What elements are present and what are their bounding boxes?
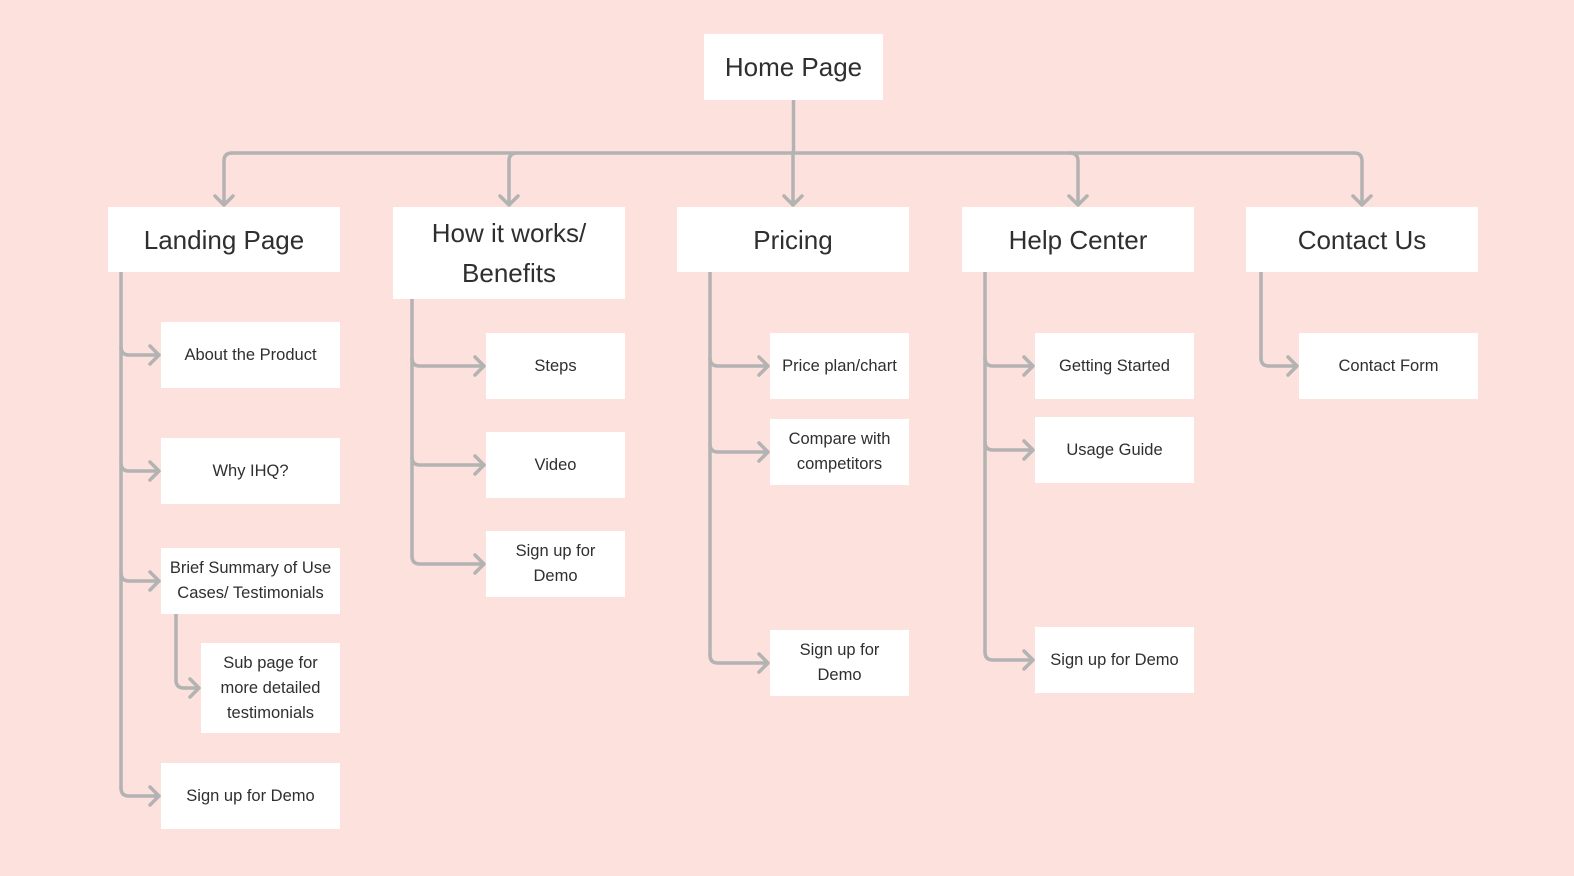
node-how-sign-up-demo: Sign up for Demo [486,531,625,597]
connector-pricing-to-compare [708,441,770,463]
connector-contact-to-contact-form [1259,355,1299,377]
node-help-sign-up-demo: Sign up for Demo [1035,627,1194,693]
connector-home-to-how [498,151,520,207]
node-home-page: Home Page [704,34,883,100]
node-landing-page: Landing Page [108,207,340,272]
node-pricing: Pricing [677,207,909,272]
node-testimonials-subpage: Sub page for more detailed testimonials [201,643,340,733]
node-how-it-works: How it works/ Benefits [393,207,625,299]
connector-how-to-how-demo [410,553,486,575]
node-contact-us: Contact Us [1246,207,1478,272]
connector-pricing-to-price-plan [708,355,770,377]
node-pricing-sign-up-demo: Sign up for Demo [770,630,909,696]
node-getting-started: Getting Started [1035,333,1194,399]
connector-summary-to-subpage [174,677,201,699]
connector-landing-to-about [119,344,161,366]
node-usage-guide: Usage Guide [1035,417,1194,483]
node-landing-sign-up-demo: Sign up for Demo [161,763,340,829]
connector-home-to-pricing [782,151,804,207]
connector-home-to-help [1067,151,1089,207]
connector-landing-to-why [119,460,161,482]
node-help-center: Help Center [962,207,1194,272]
node-video: Video [486,432,625,498]
node-why-ihq: Why IHQ? [161,438,340,504]
connector-how-to-video [410,454,486,476]
connector-landing-to-summary [119,570,161,592]
connector-help-to-usage [983,439,1035,461]
node-contact-form: Contact Form [1299,333,1478,399]
node-about-the-product: About the Product [161,322,340,388]
node-steps: Steps [486,333,625,399]
node-compare-competitors: Compare with competitors [770,419,909,485]
node-brief-summary: Brief Summary of Use Cases/ Testimonials [161,548,340,614]
connector-landing-to-landing-demo [119,785,161,807]
connector-pricing-to-pricing-demo [708,652,770,674]
node-price-plan: Price plan/chart [770,333,909,399]
connector-help-to-getting-started [983,355,1035,377]
connector-how-to-steps [410,355,486,377]
connector-home-to-landing [213,151,235,207]
connector-home-to-contact [1351,151,1373,207]
connector-help-to-help-demo [983,649,1035,671]
